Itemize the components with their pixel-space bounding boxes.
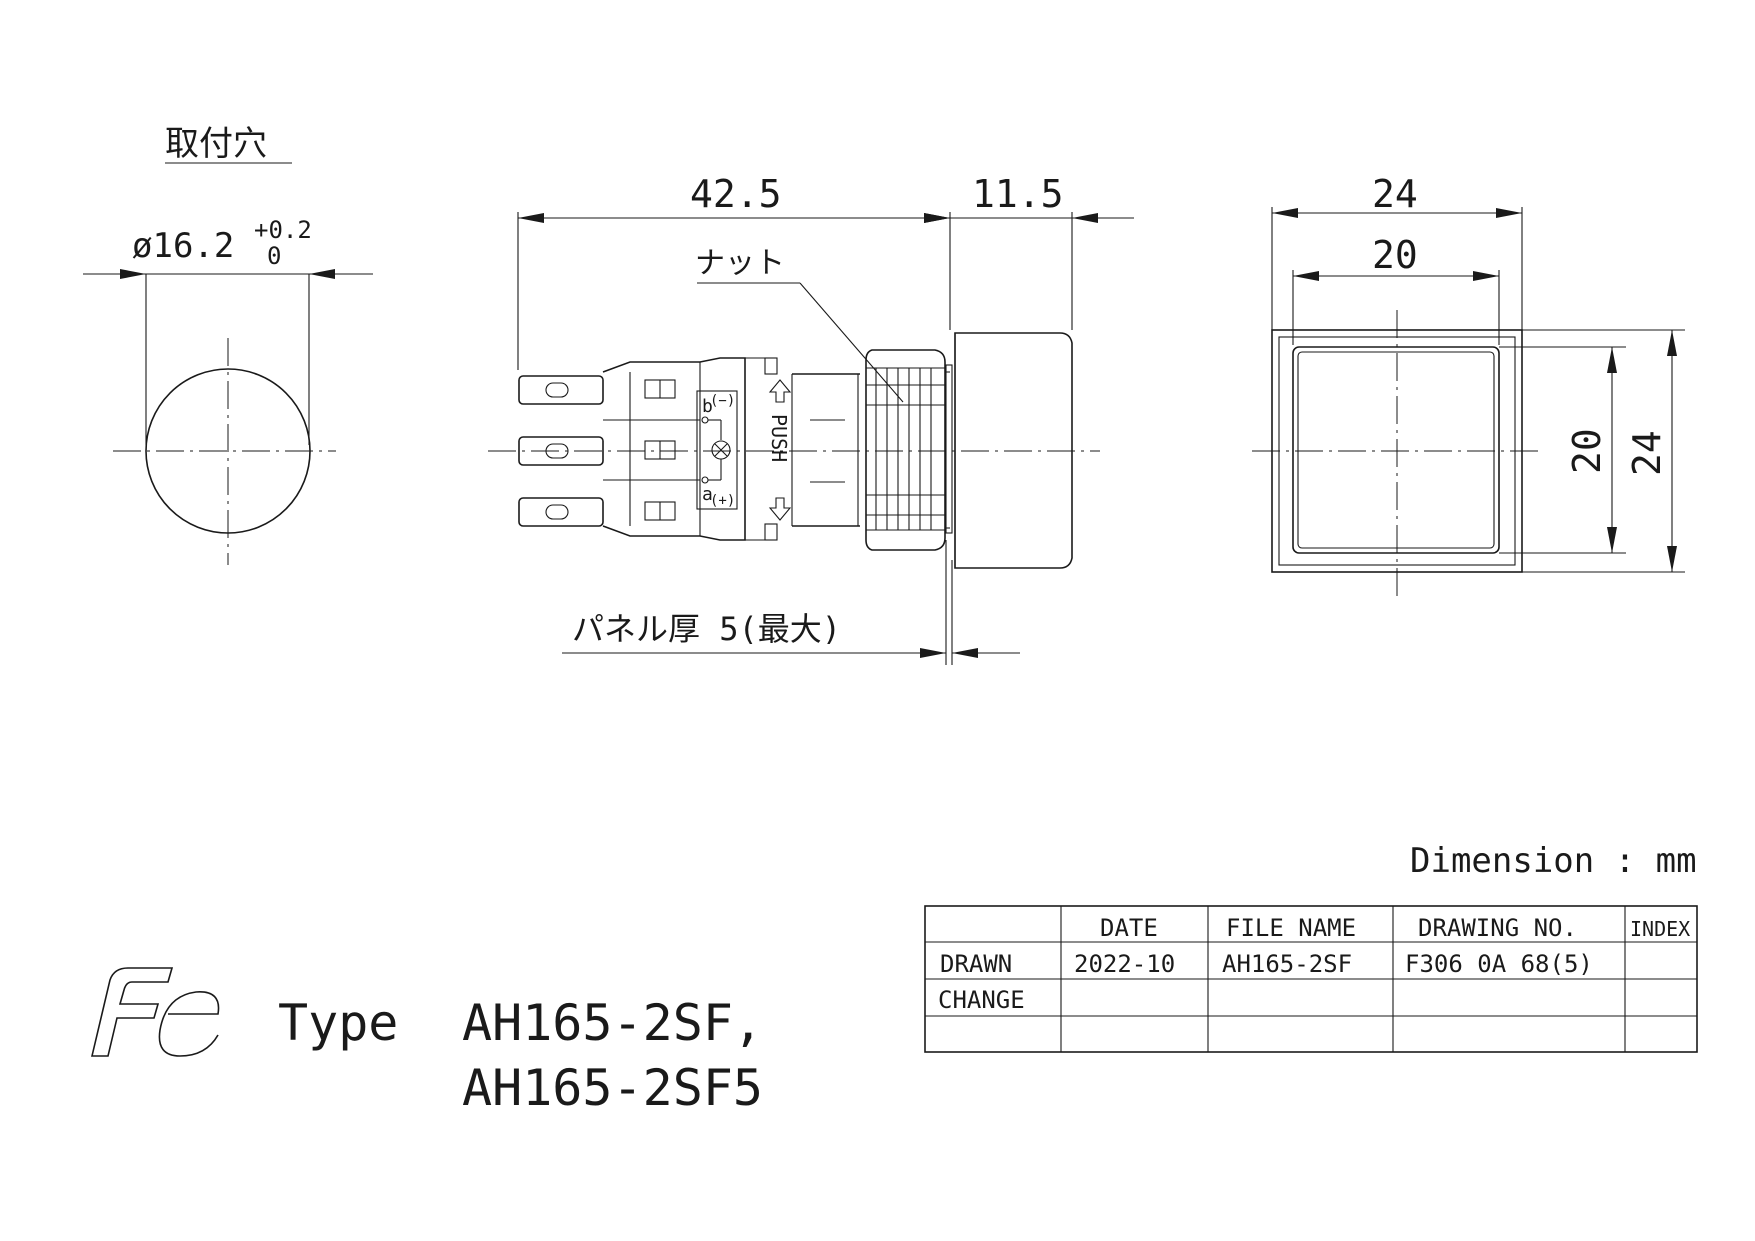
drawn-drawing-no: F306 0A 68(5) [1405, 950, 1593, 978]
front-view: 24 20 20 24 [1252, 172, 1685, 596]
contact-schematic: b (−) a (+) [696, 390, 738, 510]
logo-text: Fe [0, 0, 2, 1]
dim-outer-height: 24 [1625, 430, 1669, 476]
push-label: PUSH [767, 414, 791, 462]
model-number-1: AH165-2SF, [462, 994, 763, 1052]
knurled-nut [865, 349, 950, 551]
hole-tolerance-upper: +0.2 [254, 216, 312, 244]
header-date: DATE [1100, 914, 1158, 942]
drawn-file-name: AH165-2SF [1222, 950, 1352, 978]
row-change-label: CHANGE [938, 986, 1025, 1014]
push-direction-marker: PUSH [767, 379, 792, 521]
row-drawn-label: DRAWN [940, 950, 1012, 978]
terminal-pins [518, 375, 604, 527]
header-index: INDEX [1630, 917, 1690, 941]
switch-body [602, 357, 778, 541]
dim-inner-height: 20 [1565, 428, 1609, 474]
dim-inner-width: 20 [1372, 233, 1418, 277]
button-cap-side [954, 332, 1073, 569]
panel-plate [945, 364, 953, 534]
hole-diameter-label: ø16.2 [132, 226, 234, 266]
dim-outer-width: 24 [1372, 172, 1418, 216]
dim-overall-length: 42.5 [690, 172, 782, 216]
model-number-2: AH165-2SF5 [462, 1059, 763, 1117]
mounting-hole-title: 取付穴 [165, 124, 267, 164]
mounting-hole-view: 取付穴 ø16.2 +0.2 0 [83, 124, 373, 565]
header-drawing-no: DRAWING NO. [1418, 914, 1577, 942]
terminal-a-label: a [702, 484, 713, 505]
housing-barrel [791, 373, 860, 527]
drawn-date: 2022-10 [1074, 950, 1175, 978]
fe-logo: Fe [0, 0, 220, 1057]
dim-cap-length: 11.5 [972, 172, 1064, 216]
terminal-b-label: b [702, 396, 713, 417]
units-label: Dimension : mm [1410, 841, 1697, 881]
type-label: Type [278, 994, 398, 1052]
button-lens [1292, 346, 1500, 554]
title-block: DATE FILE NAME DRAWING NO. INDEX DRAWN 2… [924, 905, 1698, 1053]
nut-label: ナット [695, 246, 785, 281]
header-file-name: FILE NAME [1226, 914, 1356, 942]
plus-label: (+) [710, 493, 735, 509]
hole-tolerance-lower: 0 [267, 242, 281, 270]
panel-thickness-label: パネル厚 5(最大) [572, 610, 841, 648]
minus-label: (−) [710, 393, 735, 409]
side-view: 42.5 11.5 ナット [488, 172, 1134, 665]
